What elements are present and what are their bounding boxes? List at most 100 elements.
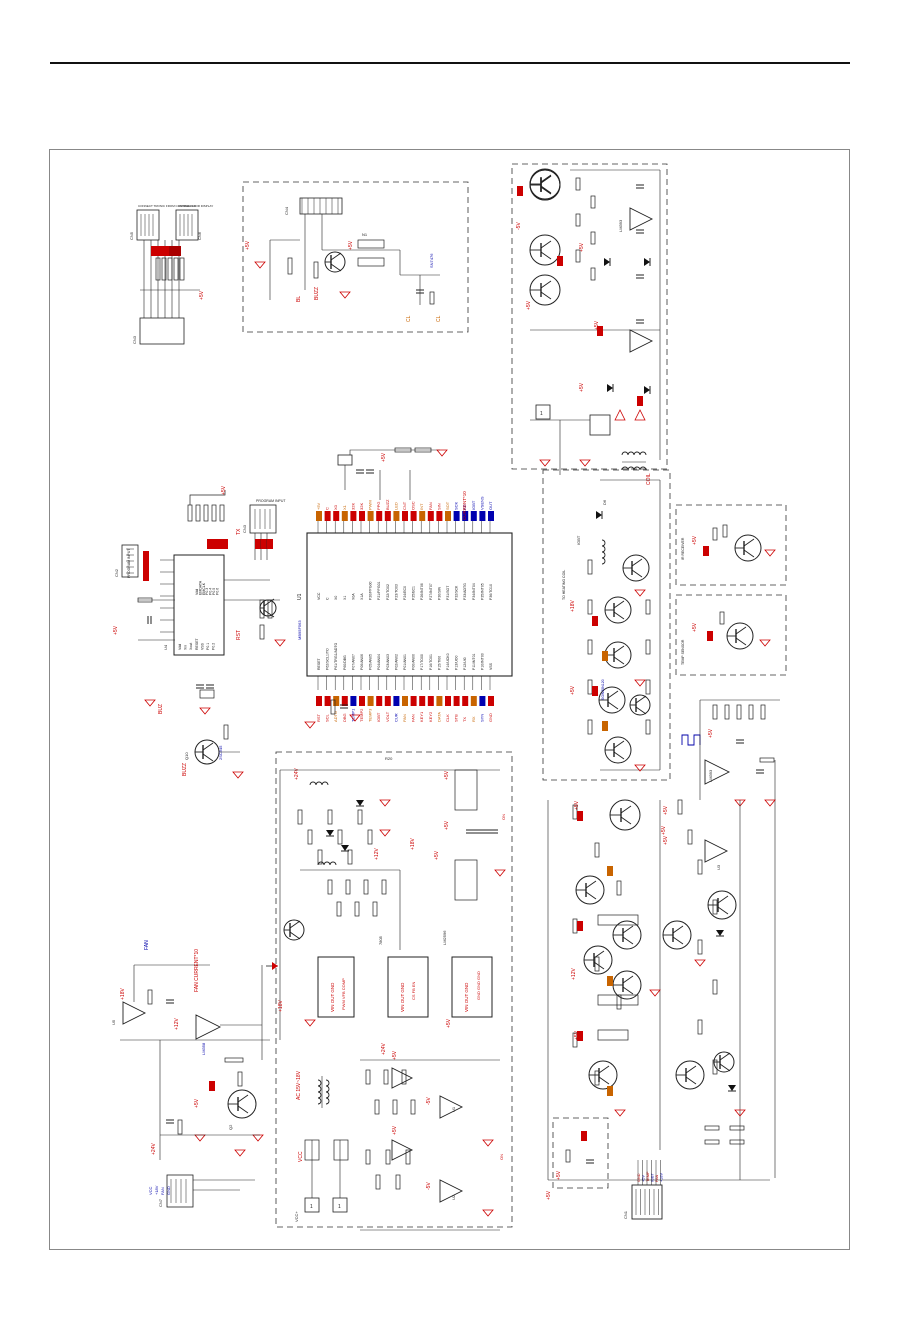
block-title: TEMP SENSOR	[681, 639, 685, 665]
net-label: CL	[406, 315, 412, 322]
pin-label: RESET	[317, 657, 321, 670]
connector-ref: CN1	[623, 1210, 628, 1219]
pin-label: C	[326, 597, 330, 600]
connector-title: PROGRAM INPUT	[256, 499, 286, 503]
pin-label: P23/TO03	[394, 584, 398, 600]
supply-label: +12V	[374, 848, 380, 860]
annotation: FAN CURRENT*10	[194, 949, 200, 992]
pin-label: FAN	[655, 1174, 659, 1182]
net-label: BUZZ	[385, 499, 390, 510]
supply-label: +18V	[120, 988, 126, 1000]
supply-label: +24V	[381, 1043, 387, 1055]
net-label: OUT	[488, 501, 493, 510]
connector-title: PROGRAM INPUT	[127, 548, 131, 578]
ic-ref: U5	[111, 1019, 116, 1025]
net-label: CNT	[402, 501, 407, 510]
pin-label: EMCLK	[202, 582, 206, 595]
annotation: TO HEATING COIL	[562, 570, 566, 600]
ic-ref: U3	[716, 864, 721, 870]
net-label: 32K	[359, 503, 364, 510]
component-ref: R20	[385, 756, 393, 761]
pin-label: P0.1	[206, 643, 210, 650]
part-label: LM393	[618, 219, 623, 232]
supply-label: +24V	[294, 768, 300, 780]
net-label: SOT	[445, 501, 450, 510]
net-label: C	[325, 507, 330, 510]
net-label: X0	[333, 504, 338, 510]
pin-label: P27/INT07	[429, 583, 433, 600]
supply-label: +5V	[594, 320, 600, 330]
pin-label: P07/AN07	[351, 654, 355, 670]
supply-label: +5V	[556, 1170, 562, 1180]
net-label: AD	[462, 504, 467, 510]
part-label: LM358	[201, 1042, 206, 1055]
part-label: MB95F563	[297, 620, 302, 640]
pin-label: +18V	[154, 1185, 159, 1195]
net-label: FAN	[144, 940, 150, 950]
supply-label: -5V	[516, 222, 522, 230]
pin-label: Vdd	[195, 589, 199, 595]
supply-label: +5V	[708, 728, 714, 738]
block-title: IR RECEIVER	[681, 537, 685, 560]
pin-label: P05/AN05	[369, 654, 373, 670]
supply-label: +5V	[661, 825, 667, 835]
schematic-frame	[49, 149, 850, 1250]
supply-label: -5V	[426, 1097, 432, 1105]
net-label: +5V	[316, 502, 321, 510]
pin-label: TEMP	[646, 1171, 650, 1182]
net-label: IGBT	[376, 712, 381, 722]
net-label: ON	[501, 814, 506, 820]
supply-label: +18V	[570, 600, 576, 612]
pin-label: P13/UO0	[455, 656, 459, 670]
supply-label: +5V	[444, 770, 450, 780]
ic-pins: VIN OUT GND	[330, 982, 335, 1012]
part-label: 7805	[378, 935, 383, 945]
net-label: GND	[488, 713, 493, 722]
supply-label: +5V	[526, 300, 532, 310]
pin-label: VCC	[317, 592, 321, 600]
supply-label: +5V	[444, 820, 450, 830]
pin-label: P34/INT04	[472, 583, 476, 600]
net-label: SIN	[436, 503, 441, 510]
pin-label: P15/TI00	[437, 656, 441, 670]
component-ref: Q10	[184, 752, 189, 760]
pin-label: P35/INT05	[480, 583, 484, 600]
net-label: COIL	[646, 473, 652, 485]
net-label: BUZZ	[182, 763, 188, 776]
pin-number: 1	[338, 1204, 341, 1210]
pin-label: P0.4	[209, 588, 213, 595]
pin-label: IGBT	[651, 1172, 655, 1182]
net-label: FAN	[428, 502, 433, 510]
ic-pins: CS FB EN	[411, 981, 416, 1000]
ic-pins: VIN OUT GND	[464, 982, 469, 1012]
supply-label: +12V	[571, 968, 577, 980]
net-label: BUZ	[158, 704, 164, 714]
pin-label: P17/TO00	[420, 654, 424, 670]
pin-label: P11/INT01	[472, 653, 476, 670]
supply-label: +5V	[113, 625, 119, 635]
supply-label: +5V	[348, 240, 354, 250]
pin-label: P36/TO10	[489, 584, 493, 600]
pin-label: P24/EC0	[403, 586, 407, 600]
ic-ref: U1	[297, 593, 303, 600]
supply-label: +5V	[245, 240, 251, 250]
pin-label: Vdd	[178, 644, 182, 650]
net-label: FAN	[411, 714, 416, 722]
net-label: LED	[393, 502, 398, 510]
supply-label: +5V	[434, 850, 440, 860]
connector-ref: CN4	[284, 206, 289, 215]
connector-ref: CN7	[158, 1198, 163, 1207]
part-label: LM393	[708, 769, 713, 782]
net-label: PAN	[402, 714, 407, 722]
pin-label: VSS	[200, 642, 204, 650]
pin-label: Xout	[189, 643, 193, 650]
supply-label: +5V	[381, 452, 387, 462]
pin-label: P62/SCL1/TO	[326, 648, 330, 670]
supply-label: -5V	[426, 1182, 432, 1190]
net-label: X1	[342, 504, 347, 510]
pin-label: P00/AN00	[412, 654, 416, 670]
annotation: CURRENT*10	[462, 491, 467, 520]
